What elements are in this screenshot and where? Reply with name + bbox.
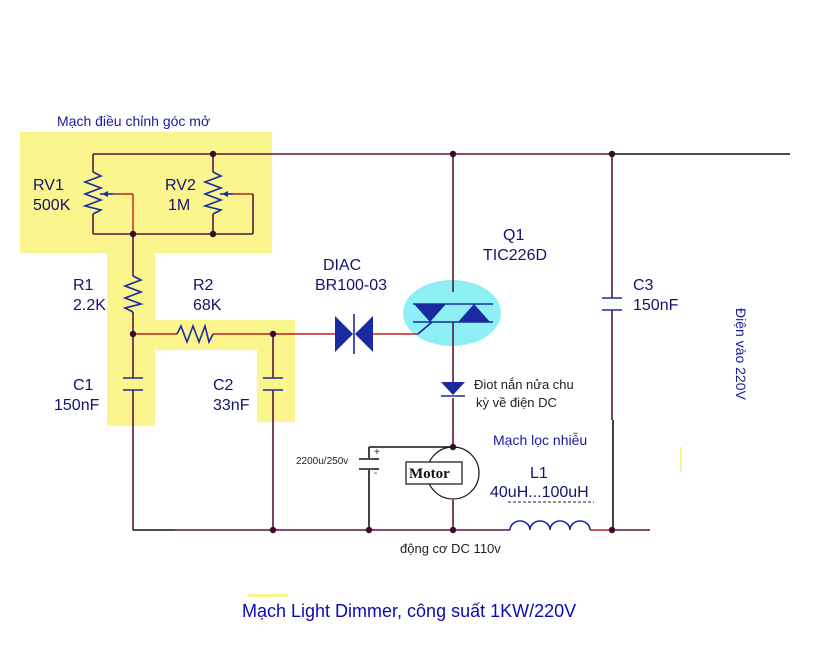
l1-ref: L1	[530, 465, 548, 482]
diode-note-line2: kỳ về điện DC	[476, 395, 557, 410]
r2-ref: R2	[193, 277, 214, 294]
rv1-potentiometer	[82, 171, 113, 215]
triac-highlight	[403, 280, 501, 346]
q1-ref: Q1	[503, 227, 524, 244]
c1-ref: C1	[73, 377, 94, 394]
q1-value: TIC226D	[483, 247, 547, 264]
diac-value: BR100-03	[315, 277, 387, 294]
input-voltage-note: Điện vào 220V	[733, 308, 749, 401]
rv2-value: 1M	[168, 197, 190, 214]
diagram-title: Mạch Light Dimmer, công suất 1KW/220V	[242, 601, 576, 621]
rv2-potentiometer	[202, 171, 233, 215]
diode-note-line1: Điot nắn nửa chu	[474, 377, 574, 392]
c2-value: 33nF	[213, 397, 250, 414]
triac-symbol	[413, 303, 493, 335]
dc-motor	[405, 446, 480, 500]
c1-capacitor	[123, 377, 143, 391]
motor-note: động cơ DC 110v	[400, 541, 501, 556]
elec-cap-plus: +	[374, 447, 380, 458]
c3-value: 150nF	[633, 297, 679, 314]
r1-resistor	[122, 275, 144, 313]
l1-inductor	[508, 501, 594, 531]
rv2-ref: RV2	[165, 177, 196, 194]
junction-dots	[129, 150, 616, 534]
l1-value: 40uH...100uH	[490, 484, 589, 501]
rv1-ref: RV1	[33, 177, 64, 194]
elec-cap-minus: -	[374, 468, 377, 479]
motor-label: Motor	[409, 466, 450, 482]
r1-value: 2.2K	[73, 297, 106, 314]
r2-value: 68K	[193, 297, 222, 314]
r1-ref: R1	[73, 277, 94, 294]
rv1-value: 500K	[33, 197, 71, 214]
electrolytic-capacitor	[359, 458, 379, 470]
c1-value: 150nF	[54, 397, 100, 414]
phase-control-highlight	[20, 132, 682, 597]
diac-symbol	[335, 314, 373, 354]
noise-filter-label: Mạch lọc nhiễu	[493, 432, 587, 448]
r2-resistor	[176, 323, 214, 345]
c3-capacitor	[602, 297, 622, 311]
c2-ref: C2	[213, 377, 234, 394]
rectifier-diode	[441, 382, 465, 397]
c3-ref: C3	[633, 277, 654, 294]
c2-capacitor	[263, 377, 283, 391]
phase-control-label: Mạch điều chỉnh góc mở	[57, 113, 210, 129]
elec-cap-value: 2200u/250v	[296, 456, 348, 467]
diac-ref: DIAC	[323, 257, 361, 274]
wires	[92, 153, 790, 531]
